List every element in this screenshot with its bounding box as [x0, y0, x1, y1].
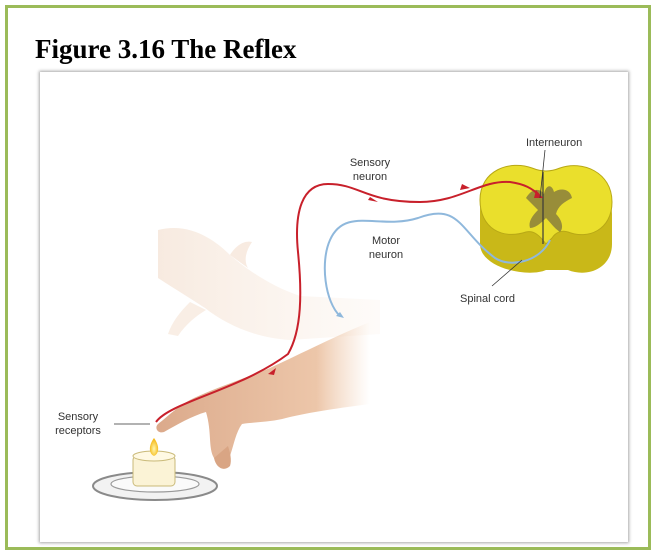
label-interneuron: Interneuron — [526, 137, 582, 149]
label-sensory-receptors-line2: receptors — [55, 425, 101, 437]
withdrawn-arm — [158, 228, 380, 340]
candle — [93, 438, 217, 500]
flame-icon — [150, 438, 158, 456]
label-motor-neuron-line1: Motor — [372, 235, 400, 247]
label-spinal-cord: Spinal cord — [460, 293, 515, 305]
label-motor-neuron-line2: neuron — [369, 249, 403, 261]
hand-arm — [156, 322, 370, 469]
label-sensory-neuron-line1: Sensory — [350, 157, 391, 169]
label-sensory-neuron-line2: neuron — [353, 171, 387, 183]
label-sensory-receptors-line1: Sensory — [58, 411, 99, 423]
reflex-diagram: Interneuron Sensory neuron Motor neuron … — [40, 72, 628, 542]
figure-title: Figure 3.16 The Reflex — [35, 34, 296, 65]
reflex-illustration: Interneuron Sensory neuron Motor neuron … — [40, 72, 628, 542]
